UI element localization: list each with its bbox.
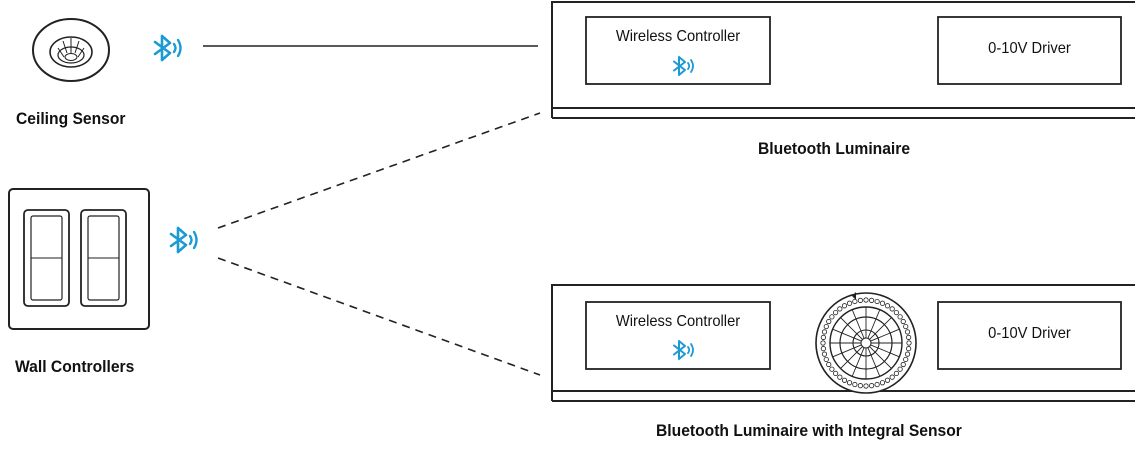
bluetooth-icon [153,34,182,62]
bluetooth-luminaire-integral-sensor [551,284,1135,402]
bluetooth-icon [169,226,198,254]
bluetooth-luminaire [551,1,1135,119]
wireless-controller-label: Wireless Controller [615,28,741,45]
driver-box [937,301,1122,370]
bluetooth-luminaire-label: Bluetooth Luminaire [758,139,911,158]
bluetooth-luminaire-integral-label: Bluetooth Luminaire with Integral Sensor [656,421,962,440]
driver-box [937,16,1122,85]
ceiling-sensor-label: Ceiling Sensor [16,109,126,128]
wall-controllers-icon [8,188,150,330]
driver-label: 0-10V Driver [988,325,1071,342]
wireless-controller-label: Wireless Controller [615,313,741,330]
driver-label: 0-10V Driver [988,40,1071,57]
integral-sensor-icon [815,292,917,394]
connection-line-dashed-bottom [217,257,541,376]
wall-controllers-label: Wall Controllers [15,357,135,376]
connection-line-dashed-top [217,112,541,229]
ceiling-sensor-icon [32,18,110,82]
